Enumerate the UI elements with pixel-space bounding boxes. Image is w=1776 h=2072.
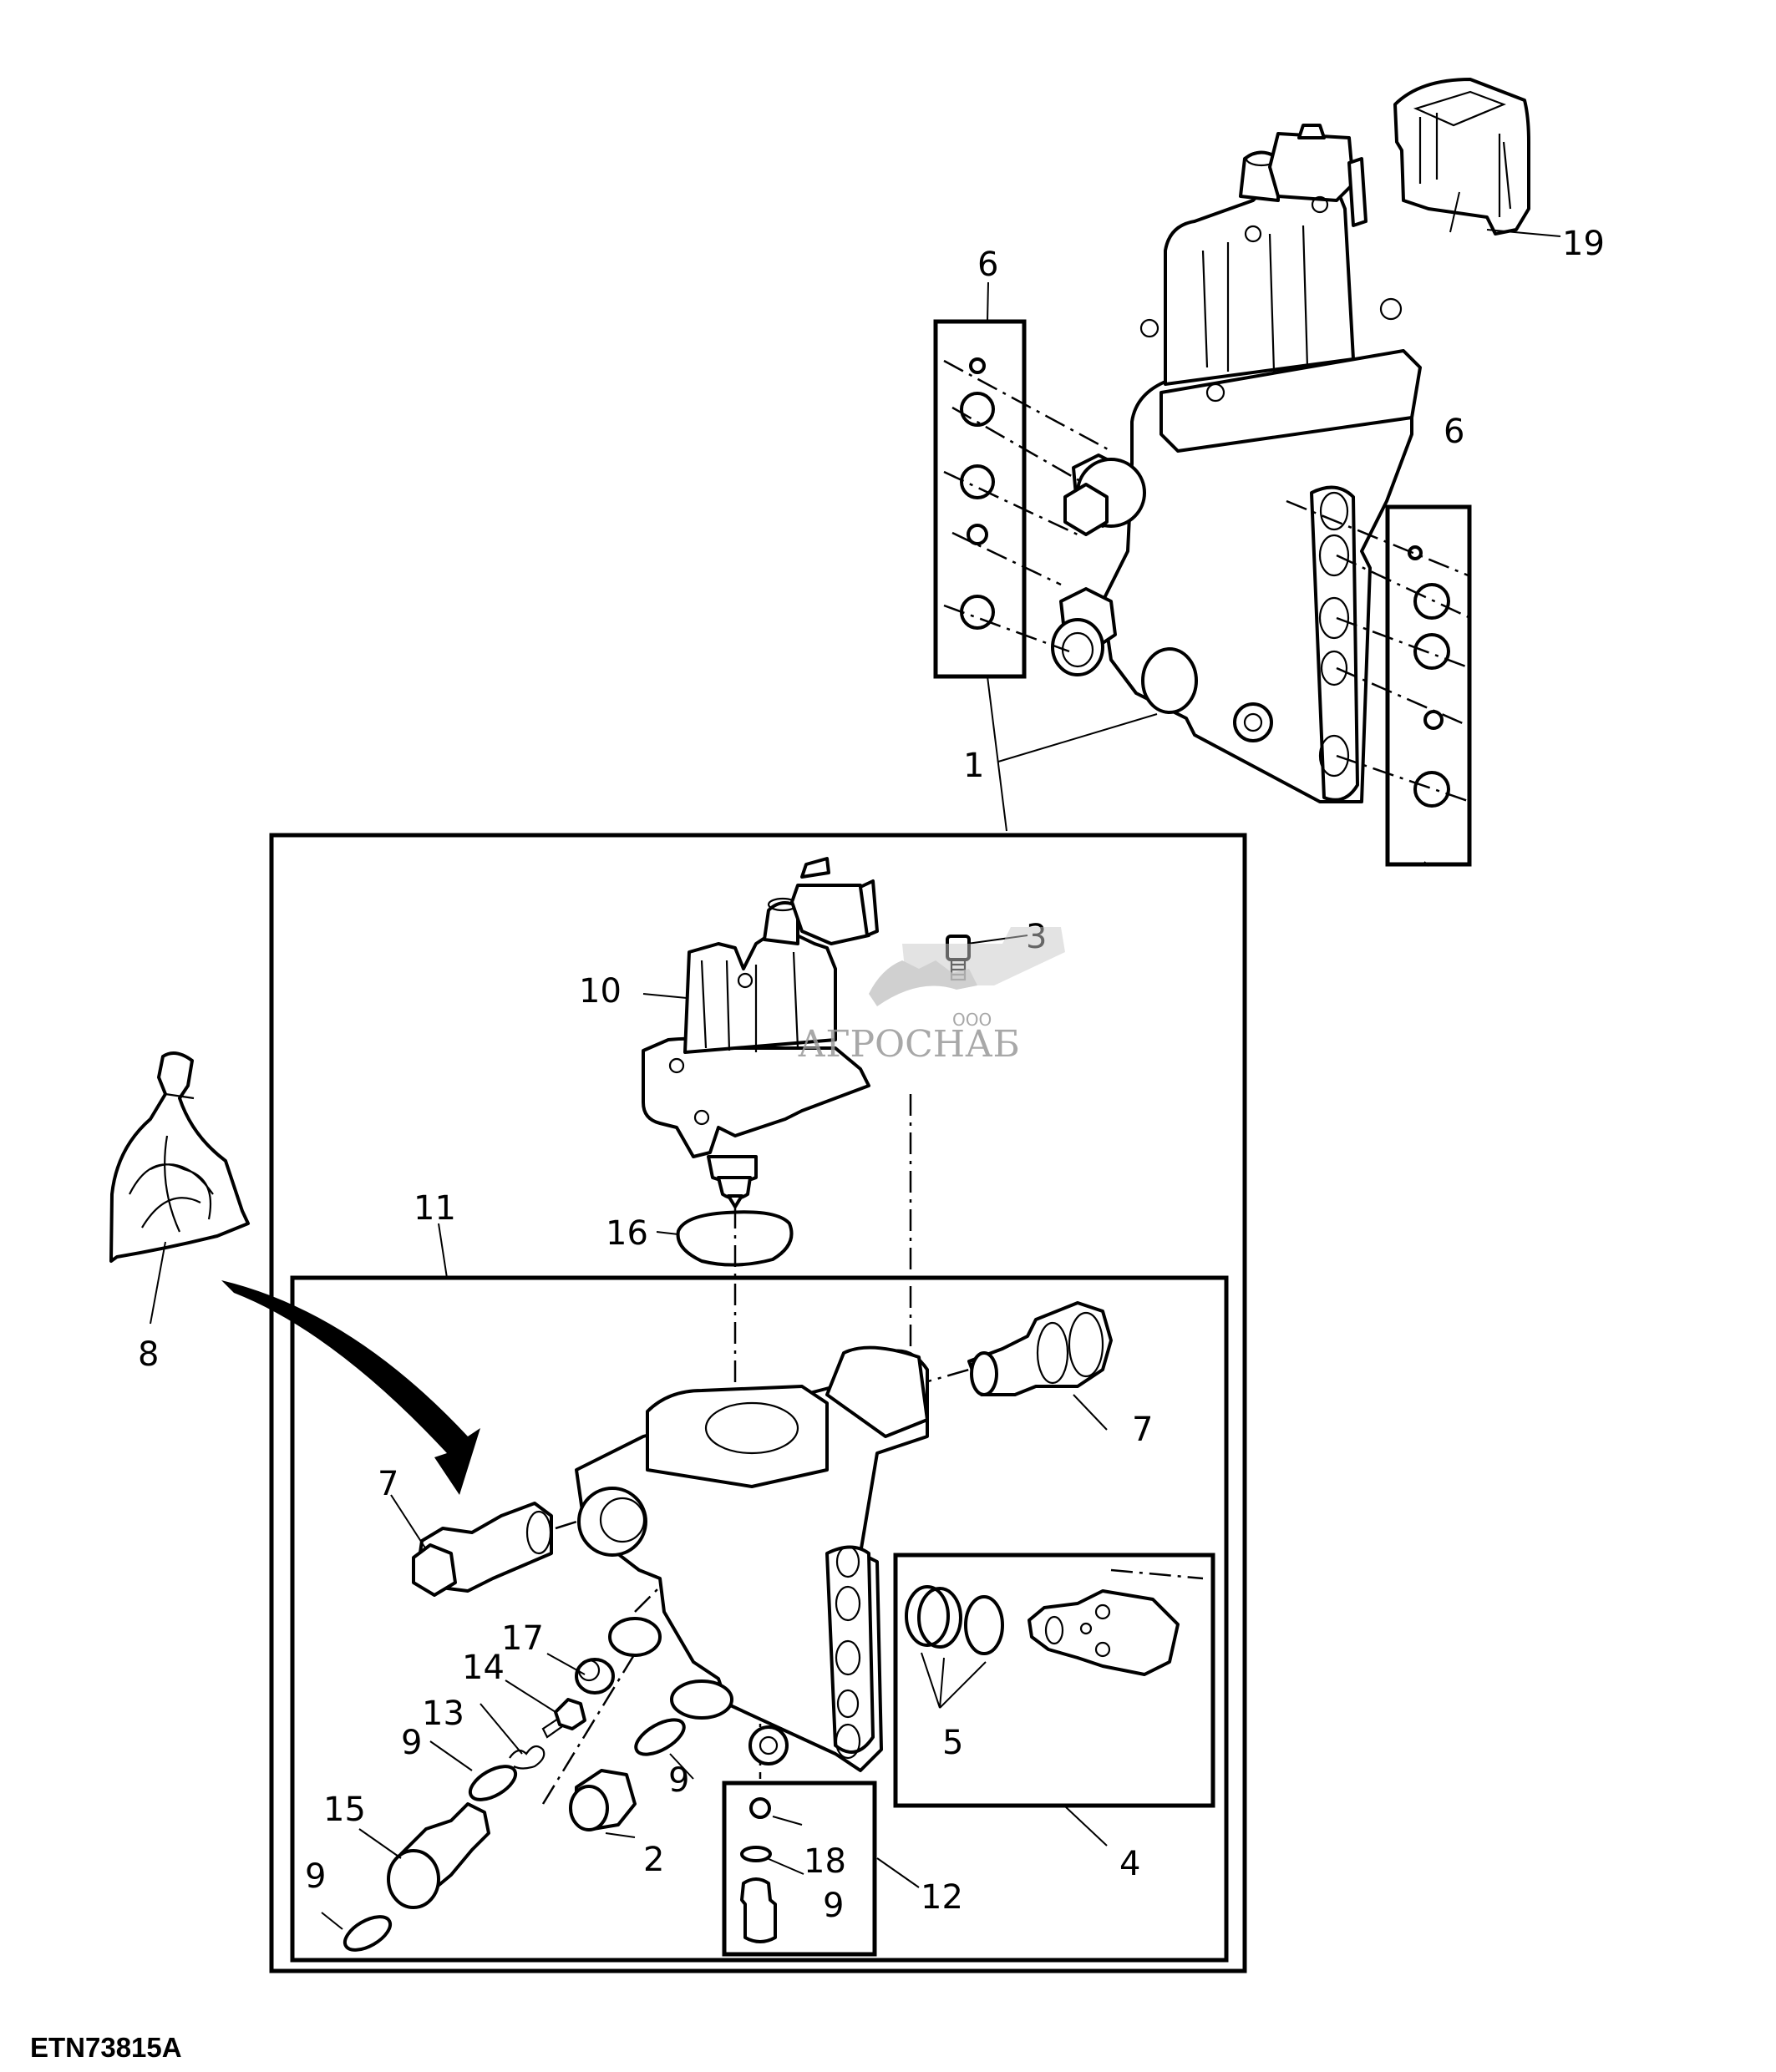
kit-frame-outer — [269, 833, 1247, 1973]
callout-13: 13 — [422, 1695, 464, 1733]
cartridge-kit-frame — [893, 1553, 1215, 1808]
callout-19: 19 — [1562, 225, 1605, 263]
kit-frame-housing — [290, 1275, 1229, 1963]
valve-housing — [575, 1345, 929, 1772]
plug-kit — [740, 1797, 777, 1943]
cartridge-kit — [905, 1585, 1180, 1847]
callout-10: 10 — [579, 972, 622, 1011]
callout-7b: 7 — [378, 1465, 398, 1503]
callout-11: 11 — [414, 1189, 456, 1228]
figure-id: ETN73815A — [30, 2032, 182, 2063]
callout-7a: 7 — [1132, 1411, 1153, 1449]
callout-17: 17 — [501, 1619, 544, 1658]
callout-18: 18 — [804, 1842, 846, 1881]
callout-6b: 6 — [1444, 413, 1464, 451]
callout-2: 2 — [643, 1841, 664, 1879]
watermark: ООО АГРОСНАБ — [798, 927, 1065, 1066]
callout-12: 12 — [921, 1878, 963, 1917]
o-ring-kit-left — [933, 319, 1112, 679]
seal-kit-bag — [109, 1051, 250, 1263]
plug-kit-frame — [722, 1781, 877, 1957]
callout-4: 4 — [1119, 1845, 1140, 1883]
callout-5: 5 — [942, 1724, 963, 1762]
callout-8: 8 — [138, 1335, 159, 1374]
gasket — [676, 1210, 794, 1267]
valve-assembly-top — [1051, 124, 1422, 803]
connector-cover — [1393, 78, 1530, 236]
callout-6a: 6 — [977, 246, 998, 284]
callout-9a: 9 — [401, 1724, 422, 1762]
small-parts — [343, 1658, 686, 1952]
watermark-text: АГРОСНАБ — [798, 1023, 1020, 1066]
arrow-indicator — [221, 1280, 480, 1495]
callout-16: 16 — [606, 1214, 648, 1253]
callout-15: 15 — [323, 1791, 366, 1829]
callout-9b: 9 — [668, 1761, 689, 1800]
relief-cartridge-left — [412, 1502, 553, 1597]
o-ring-kit-right — [1286, 499, 1472, 867]
callout-9d: 9 — [823, 1887, 844, 1925]
callout-9c: 9 — [305, 1857, 326, 1896]
callout-1: 1 — [963, 747, 984, 785]
callout-14: 14 — [462, 1649, 505, 1687]
solenoid-unit — [642, 857, 879, 1208]
callouts: 6 19 6 1 3 10 16 11 8 7 7 17 14 5 13 9 9… — [138, 225, 1605, 1925]
watermark-small: ООО — [952, 1010, 992, 1030]
relief-cartridge-right — [967, 1301, 1113, 1396]
